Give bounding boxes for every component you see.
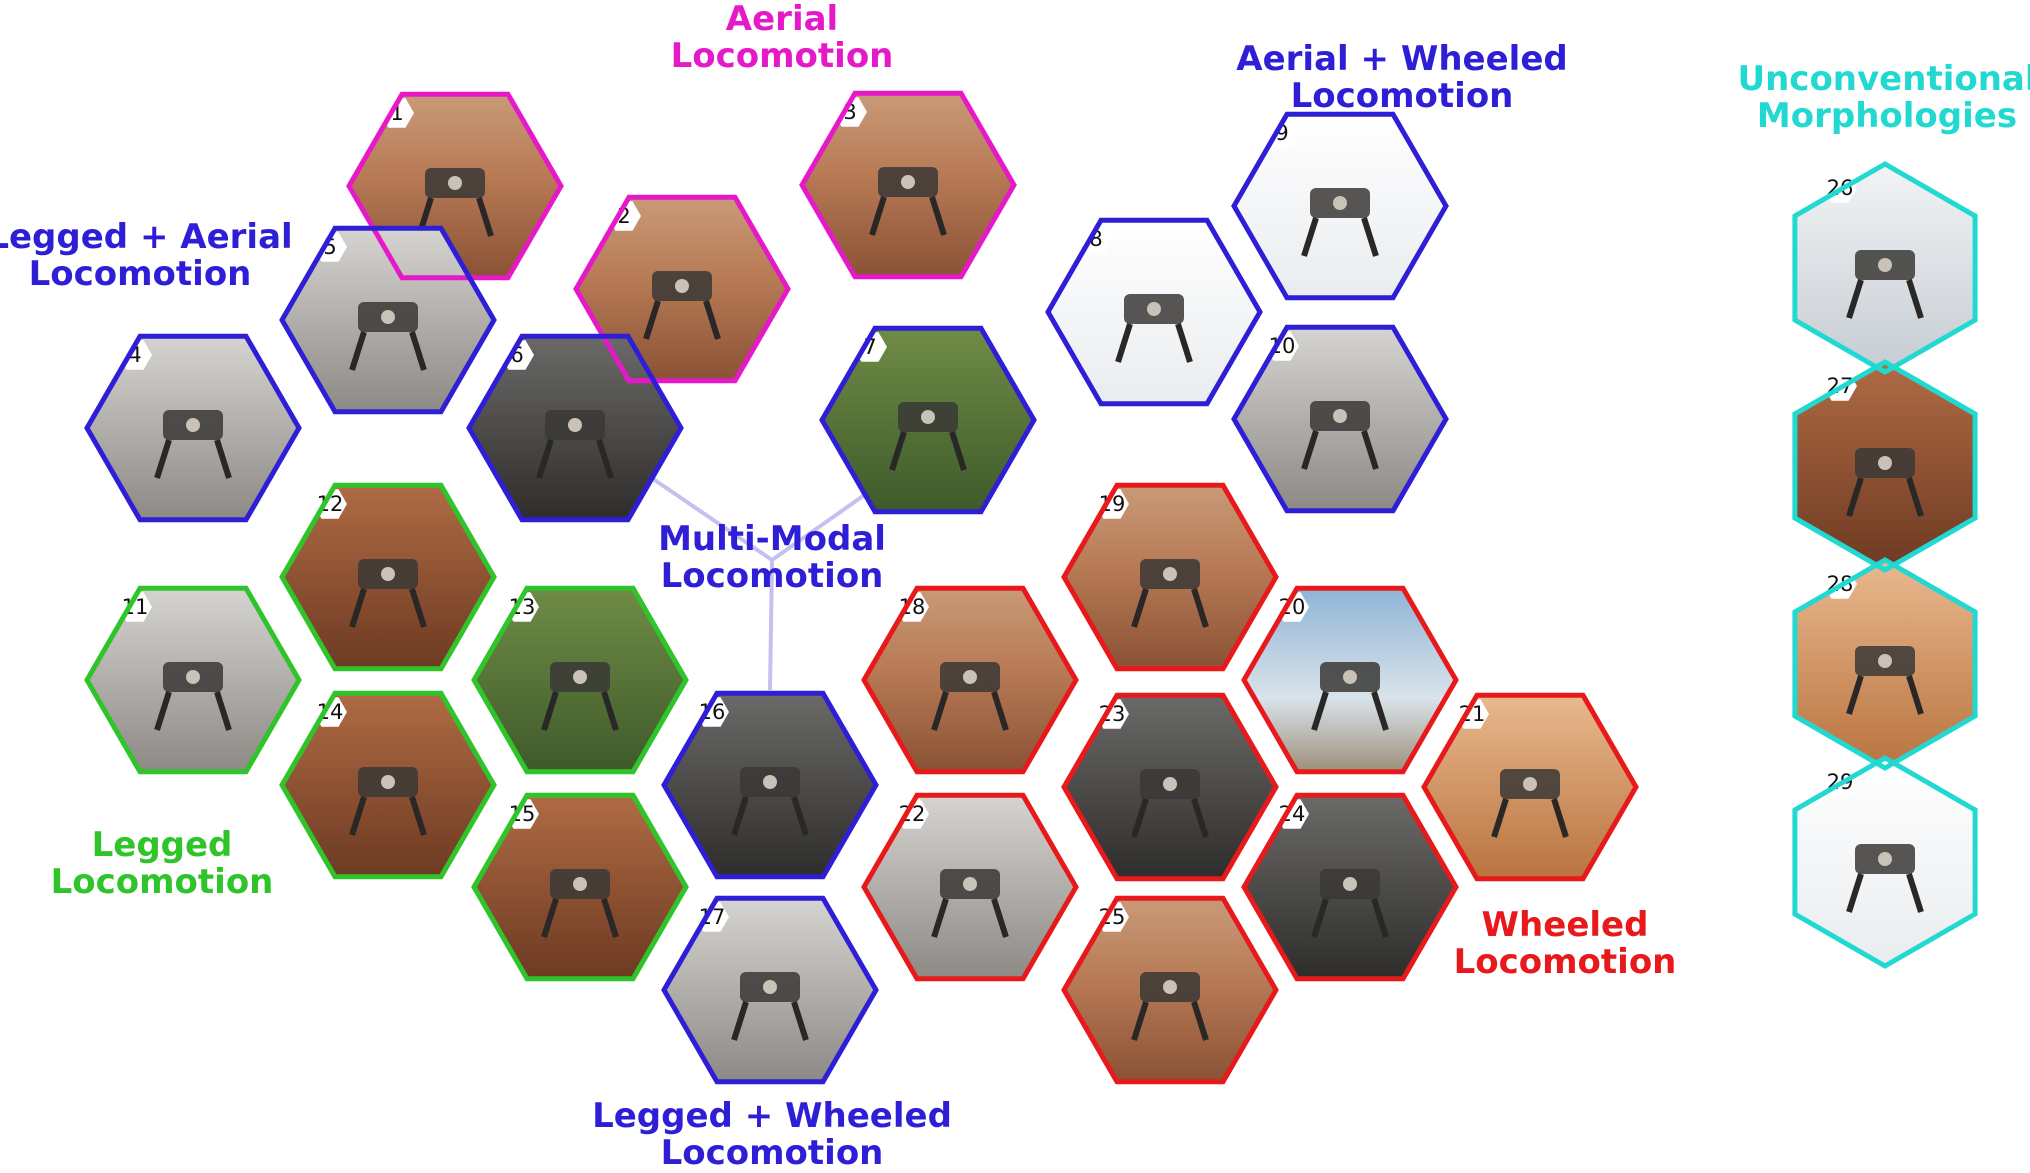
tile-border	[471, 792, 689, 982]
tile-border	[279, 690, 497, 880]
robot-tile-12: 12	[280, 483, 496, 671]
robot-tile-17: 17	[662, 896, 878, 1084]
robot-silhouette-icon	[541, 662, 619, 731]
tile-border	[1792, 557, 1978, 771]
robot-tile-3: 3	[800, 91, 1016, 279]
robot-silhouette-icon	[931, 662, 1009, 731]
robot-tile-11: 11	[85, 586, 301, 774]
robot-silhouette-icon	[1301, 401, 1379, 470]
robot-tile-25: 25	[1062, 896, 1278, 1084]
robot-tile-29: 29	[1793, 756, 1977, 968]
robot-tile-9: 9	[1232, 112, 1448, 300]
tile-border	[573, 194, 791, 384]
robot-silhouette-icon	[1311, 662, 1389, 731]
tile-border	[84, 585, 302, 775]
robot-silhouette-icon	[1131, 769, 1209, 838]
multimodal-connector-line	[768, 559, 774, 691]
tile-border	[819, 325, 1037, 515]
robot-tile-8: 8	[1046, 218, 1262, 406]
tile-border	[1231, 324, 1449, 514]
robot-tile-14: 14	[280, 691, 496, 879]
robot-tile-24: 24	[1242, 793, 1458, 981]
tile-border	[84, 333, 302, 523]
robot-tile-16: 16	[662, 691, 878, 879]
robot-silhouette-icon	[1846, 448, 1924, 517]
tile-border	[1061, 692, 1279, 882]
robot-silhouette-icon	[154, 410, 232, 479]
robot-silhouette-icon	[541, 869, 619, 938]
robot-silhouette-icon	[1301, 188, 1379, 257]
robot-silhouette-icon	[349, 302, 427, 371]
robot-silhouette-icon	[889, 402, 967, 471]
robot-tile-19: 19	[1062, 483, 1278, 671]
tile-border	[861, 792, 1079, 982]
tile-border	[1421, 692, 1639, 882]
robot-silhouette-icon	[1491, 769, 1569, 838]
robot-tile-13: 13	[472, 586, 688, 774]
robot-silhouette-icon	[1846, 844, 1924, 913]
tile-border	[1792, 359, 1978, 573]
tile-border	[1061, 482, 1279, 672]
robot-silhouette-icon	[643, 271, 721, 340]
robot-silhouette-icon	[731, 972, 809, 1041]
tile-border	[661, 895, 879, 1085]
tile-border	[661, 690, 879, 880]
robot-silhouette-icon	[1846, 646, 1924, 715]
robot-silhouette-icon	[1311, 869, 1389, 938]
robot-tile-18: 18	[862, 586, 1078, 774]
robot-silhouette-icon	[1846, 250, 1924, 319]
robot-silhouette-icon	[931, 869, 1009, 938]
tile-border	[1241, 585, 1459, 775]
tile-border	[1061, 895, 1279, 1085]
robot-silhouette-icon	[536, 410, 614, 479]
robot-silhouette-icon	[1131, 559, 1209, 628]
tile-border	[1231, 111, 1449, 301]
robot-tile-7: 7	[820, 326, 1036, 514]
tile-border	[471, 585, 689, 775]
robot-tile-27: 27	[1793, 360, 1977, 572]
tile-border	[1241, 792, 1459, 982]
robot-silhouette-icon	[731, 767, 809, 836]
tile-border	[799, 90, 1017, 280]
tile-border	[279, 225, 497, 415]
robot-silhouette-icon	[416, 168, 494, 237]
robot-tile-15: 15	[472, 793, 688, 981]
robot-tile-26: 26	[1793, 162, 1977, 374]
robot-silhouette-icon	[349, 559, 427, 628]
tile-border	[861, 585, 1079, 775]
tile-border	[1792, 755, 1978, 969]
robot-silhouette-icon	[349, 767, 427, 836]
robot-silhouette-icon	[1115, 294, 1193, 363]
robot-tile-23: 23	[1062, 693, 1278, 881]
robot-tile-4: 4	[85, 334, 301, 522]
multimodal-connector-line	[638, 468, 774, 562]
tile-border	[346, 91, 564, 281]
robot-silhouette-icon	[1131, 972, 1209, 1041]
robot-tile-21: 21	[1422, 693, 1638, 881]
robot-tile-22: 22	[862, 793, 1078, 981]
tile-border	[1045, 217, 1263, 407]
robot-silhouette-icon	[869, 167, 947, 236]
tile-border	[1792, 161, 1978, 375]
robot-tile-28: 28	[1793, 558, 1977, 770]
robot-tile-10: 10	[1232, 325, 1448, 513]
tile-border	[279, 482, 497, 672]
tile-border	[466, 333, 684, 523]
robot-tile-20: 20	[1242, 586, 1458, 774]
robot-silhouette-icon	[154, 662, 232, 731]
